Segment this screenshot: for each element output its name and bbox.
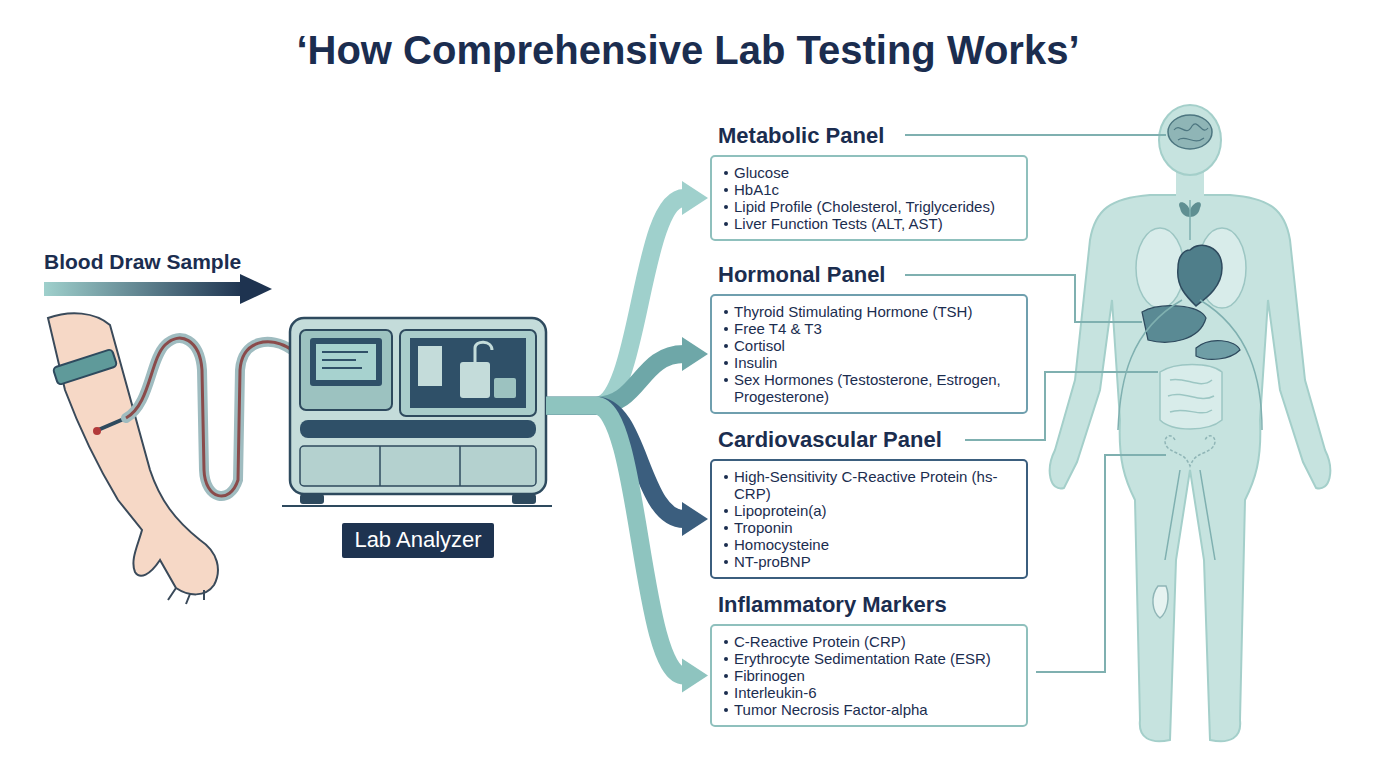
bullet-dot xyxy=(724,378,728,382)
panel-heading: Hormonal Panel xyxy=(718,262,1028,288)
bullet-dot xyxy=(724,691,728,695)
test-panel: Cardiovascular PanelHigh-Sensitivity C-R… xyxy=(710,427,1028,579)
flow-arrow xyxy=(546,337,708,406)
bullet-dot xyxy=(724,327,728,331)
list-item: Free T4 & T3 xyxy=(722,320,1016,337)
list-item: Lipoprotein(a) xyxy=(722,502,1016,519)
list-item: HbA1c xyxy=(722,181,1016,198)
bullet-dot xyxy=(724,205,728,209)
bullet-dot xyxy=(724,310,728,314)
list-item: Lipid Profile (Cholesterol, Triglyceride… xyxy=(722,198,1016,215)
bullet-dot xyxy=(724,526,728,530)
test-name: Liver Function Tests (ALT, AST) xyxy=(734,215,943,232)
list-item: Erythrocyte Sedimentation Rate (ESR) xyxy=(722,650,1016,667)
test-name: HbA1c xyxy=(734,181,779,198)
test-name: Cortisol xyxy=(734,337,785,354)
diagram-title: ‘How Comprehensive Lab Testing Works’ xyxy=(0,28,1376,73)
node-label: Lab Analyzer xyxy=(342,523,493,558)
list-item: Homocysteine xyxy=(722,536,1016,553)
list-item: High-Sensitivity C-Reactive Protein (hs-… xyxy=(722,468,1016,502)
bullet-dot xyxy=(724,361,728,365)
bullet-dot xyxy=(724,475,728,479)
panel-heading: Inflammatory Markers xyxy=(718,592,1028,618)
human-body-figure xyxy=(1050,105,1330,741)
bullet-dot xyxy=(724,674,728,678)
list-item: Liver Function Tests (ALT, AST) xyxy=(722,215,1016,232)
test-name: Free T4 & T3 xyxy=(734,320,822,337)
test-name: C-Reactive Protein (CRP) xyxy=(734,633,906,650)
list-item: Interleukin-6 xyxy=(722,684,1016,701)
arm-illustration xyxy=(48,313,218,604)
lab-analyzer-machine xyxy=(282,318,552,506)
list-item: Insulin xyxy=(722,354,1016,371)
bullet-dot xyxy=(724,543,728,547)
step-label: Blood Draw Sample xyxy=(44,250,241,274)
panel-box: GlucoseHbA1cLipid Profile (Cholesterol, … xyxy=(710,155,1028,241)
test-name: Erythrocyte Sedimentation Rate (ESR) xyxy=(734,650,991,667)
arrow-head xyxy=(682,659,708,693)
arrow-head xyxy=(682,181,708,215)
list-item: Cortisol xyxy=(722,337,1016,354)
test-panel: Inflammatory MarkersC-Reactive Protein (… xyxy=(710,592,1028,727)
test-panel: Metabolic PanelGlucoseHbA1cLipid Profile… xyxy=(710,123,1028,241)
test-panel: Hormonal PanelThyroid Stimulating Hormon… xyxy=(710,262,1028,414)
test-name: Glucose xyxy=(734,164,789,181)
bullet-dot xyxy=(724,560,728,564)
test-name: Homocysteine xyxy=(734,536,829,553)
test-name: Thyroid Stimulating Hormone (TSH) xyxy=(734,303,972,320)
sample-arrow xyxy=(44,274,272,304)
bullet-dot xyxy=(724,509,728,513)
test-name: Tumor Necrosis Factor-alpha xyxy=(734,701,928,718)
bullet-dot xyxy=(724,222,728,226)
flow-arrow xyxy=(546,181,708,406)
bullet-dot xyxy=(724,344,728,348)
bullet-dot xyxy=(724,188,728,192)
arrow-band xyxy=(546,406,684,676)
test-name: Insulin xyxy=(734,354,777,371)
list-item: NT-proBNP xyxy=(722,553,1016,570)
list-item: Fibrinogen xyxy=(722,667,1016,684)
test-name: NT-proBNP xyxy=(734,553,811,570)
list-item: Glucose xyxy=(722,164,1016,181)
panel-box: C-Reactive Protein (CRP)Erythrocyte Sedi… xyxy=(710,624,1028,727)
bullet-dot xyxy=(724,640,728,644)
panel-heading: Cardiovascular Panel xyxy=(718,427,1028,453)
arrow-head xyxy=(682,337,708,371)
bullet-dot xyxy=(724,171,728,175)
test-name: Troponin xyxy=(734,519,793,536)
test-name: Sex Hormones (Testosterone, Estrogen, Pr… xyxy=(734,371,1016,405)
list-item: Sex Hormones (Testosterone, Estrogen, Pr… xyxy=(722,371,1016,405)
test-name: Lipid Profile (Cholesterol, Triglyceride… xyxy=(734,198,995,215)
list-item: Thyroid Stimulating Hormone (TSH) xyxy=(722,303,1016,320)
bullet-dot xyxy=(724,708,728,712)
test-name: Lipoprotein(a) xyxy=(734,502,827,519)
panel-box: High-Sensitivity C-Reactive Protein (hs-… xyxy=(710,459,1028,579)
bullet-dot xyxy=(724,657,728,661)
list-item: C-Reactive Protein (CRP) xyxy=(722,633,1016,650)
analyzer-node: Lab Analyzer xyxy=(290,300,546,558)
arrow-band xyxy=(546,198,684,406)
list-item: Troponin xyxy=(722,519,1016,536)
arrow-head xyxy=(682,502,708,536)
test-name: High-Sensitivity C-Reactive Protein (hs-… xyxy=(734,468,1016,502)
blood-tube xyxy=(126,338,292,496)
panel-heading: Metabolic Panel xyxy=(718,123,1028,149)
list-item: Tumor Necrosis Factor-alpha xyxy=(722,701,1016,718)
flow-arrow xyxy=(546,406,708,693)
panel-box: Thyroid Stimulating Hormone (TSH)Free T4… xyxy=(710,294,1028,414)
test-name: Interleukin-6 xyxy=(734,684,817,701)
test-name: Fibrinogen xyxy=(734,667,805,684)
